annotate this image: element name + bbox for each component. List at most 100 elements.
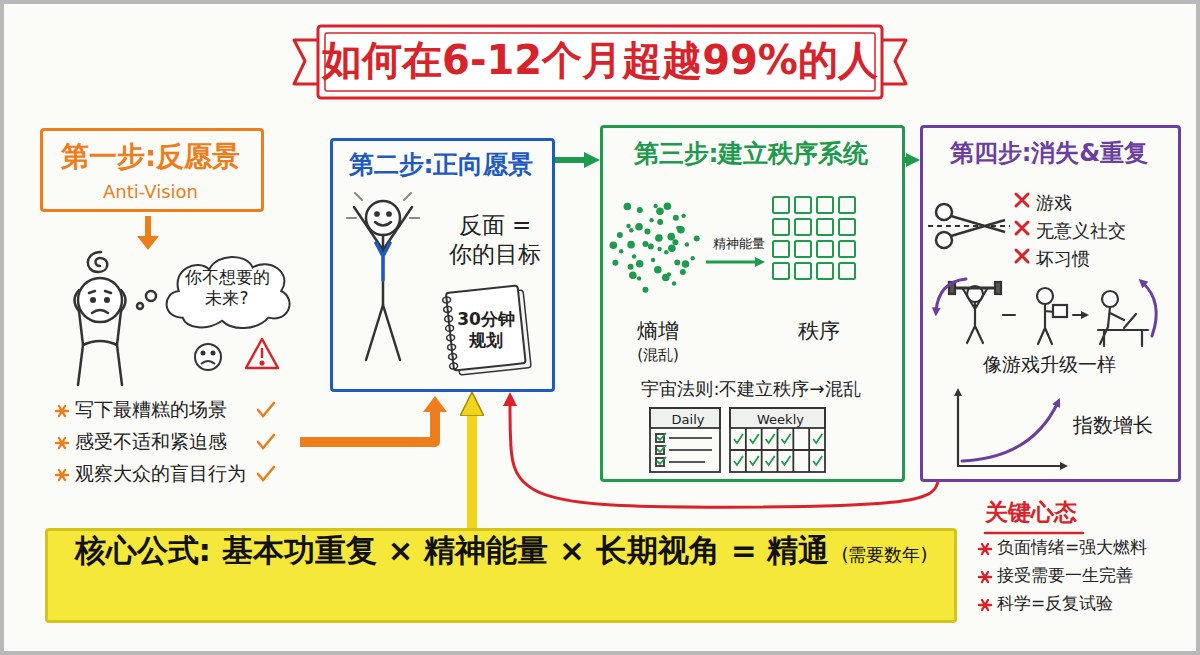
order-grid bbox=[839, 241, 855, 257]
cross-marks bbox=[1016, 194, 1028, 206]
node-text: 反面 = 你的目标 bbox=[445, 211, 545, 269]
node-text: 指数增长 bbox=[1073, 413, 1153, 438]
entropy-dots bbox=[677, 226, 685, 234]
formula-band: 核心公式: 基本功重复 × 精神能量 × 长期视角 = 精通(需要数年) bbox=[45, 528, 957, 623]
sad-face bbox=[201, 361, 215, 364]
stressed-person bbox=[78, 278, 122, 322]
entropy-dots bbox=[657, 219, 663, 225]
mindset-item: 科学=反复试验 bbox=[997, 593, 1113, 614]
entropy-dots bbox=[664, 202, 672, 210]
weekly-calendar bbox=[808, 428, 810, 472]
growth-chart bbox=[957, 392, 959, 466]
notebook-outline bbox=[443, 286, 529, 374]
order-grid bbox=[795, 241, 811, 257]
growth-chart bbox=[958, 392, 1064, 466]
order-grid bbox=[773, 197, 789, 213]
daily-calendar bbox=[669, 438, 712, 462]
warning-sign bbox=[261, 362, 264, 365]
order-grid bbox=[817, 219, 833, 235]
bullet-marks bbox=[258, 435, 274, 448]
entropy-dots bbox=[612, 260, 618, 266]
step-box: 第二步:正向愿景反面 = 你的目标30分钟 规划 bbox=[330, 138, 555, 392]
happy-person bbox=[375, 222, 391, 226]
down-arrow bbox=[137, 236, 159, 250]
entropy-dots bbox=[642, 287, 648, 293]
step-box: 第一步:反愿景 Anti-Vision bbox=[40, 128, 264, 212]
entropy-dots bbox=[668, 244, 676, 252]
weekly-calendar bbox=[761, 428, 763, 472]
node-heading: 第二步:正向愿景 bbox=[333, 149, 549, 180]
node-text: 精神能量 bbox=[703, 236, 775, 252]
feed-arrow bbox=[300, 410, 435, 442]
node-text: Anti-Vision bbox=[43, 181, 258, 204]
entropy-dots bbox=[673, 215, 679, 221]
stressed-person bbox=[105, 298, 109, 302]
title-text: 如何在6-12个月超越99%的人 bbox=[300, 35, 900, 85]
entropy-dots bbox=[681, 214, 685, 218]
habit-cycle bbox=[936, 279, 966, 312]
weekly-calendar bbox=[766, 456, 775, 465]
entropy-dots bbox=[627, 241, 635, 249]
order-grid bbox=[817, 241, 833, 257]
cross-marks bbox=[1016, 222, 1028, 234]
step-note: 感受不适和紧迫感 bbox=[75, 430, 227, 454]
growth-chart bbox=[962, 402, 1058, 461]
order-grid bbox=[795, 197, 811, 213]
bullet-marks bbox=[56, 470, 68, 480]
entropy-dots bbox=[654, 266, 662, 274]
entropy-dots bbox=[629, 271, 637, 279]
entropy-dots bbox=[656, 208, 664, 216]
entropy-dots bbox=[644, 228, 650, 234]
mindset-underline bbox=[985, 533, 1083, 534]
weekly-calendar bbox=[766, 434, 775, 443]
stressed-person bbox=[146, 291, 156, 301]
node-text: 无意义社交 bbox=[1036, 220, 1126, 243]
thought-bubble: 你不想要的 未来? bbox=[158, 250, 296, 332]
node-text: 秩序 bbox=[773, 318, 865, 344]
entropy-dots bbox=[624, 203, 632, 211]
entropy-dots bbox=[674, 259, 680, 265]
entropy-dots bbox=[610, 202, 700, 292]
entropy-dots bbox=[691, 256, 695, 260]
weekly-calendar bbox=[813, 456, 822, 465]
entropy-dots bbox=[629, 228, 633, 232]
order-grid bbox=[773, 263, 789, 279]
habit-cycle bbox=[995, 282, 1001, 294]
entropy-dots bbox=[662, 274, 670, 282]
order-grid bbox=[839, 197, 855, 213]
entropy-dots bbox=[635, 223, 643, 231]
weekly-calendar bbox=[813, 434, 822, 443]
mindset-marks bbox=[979, 572, 991, 582]
mindset-heading: 关键心态 bbox=[985, 498, 1077, 527]
sad-face bbox=[202, 352, 205, 355]
entropy-dots bbox=[617, 232, 623, 238]
node-text: 游戏 bbox=[1036, 192, 1072, 215]
node-text: 宇宙法则:不建立秩序→混乱 bbox=[603, 378, 899, 401]
mindset-marks bbox=[979, 600, 991, 610]
cross-marks bbox=[1016, 194, 1028, 262]
mindset-item: 负面情绪=强大燃料 bbox=[997, 537, 1147, 558]
scissors bbox=[936, 232, 952, 248]
weekly-calendar bbox=[734, 434, 743, 443]
weekly-calendar bbox=[745, 428, 747, 472]
bullet-marks bbox=[56, 438, 68, 448]
step-box: 第四步:消失&重复游戏无意义社交坏习惯像游戏升级一样指数增长 bbox=[920, 125, 1181, 482]
entropy-dots bbox=[655, 267, 661, 273]
entropy-dots bbox=[682, 260, 690, 268]
feed-arrow bbox=[423, 396, 447, 412]
entropy-dots bbox=[664, 250, 668, 254]
node-text: 坏习惯 bbox=[1036, 248, 1090, 271]
node-heading: 你不想要的 未来? bbox=[172, 267, 282, 310]
bullet-marks bbox=[56, 406, 68, 416]
node-heading: 第一步:反愿景 bbox=[43, 139, 258, 174]
entropy-dots bbox=[636, 260, 644, 268]
step-note: 写下最糟糕的场景 bbox=[75, 398, 227, 422]
habit-cycle bbox=[1102, 291, 1118, 307]
weekly-calendar bbox=[750, 434, 759, 443]
entropy-dots bbox=[653, 204, 657, 208]
growth-chart bbox=[958, 465, 1064, 467]
stressed-person bbox=[78, 341, 122, 385]
sad-face bbox=[212, 352, 215, 355]
entropy-dots bbox=[672, 281, 676, 285]
node-text: 像游戏升级一样 bbox=[923, 353, 1175, 377]
